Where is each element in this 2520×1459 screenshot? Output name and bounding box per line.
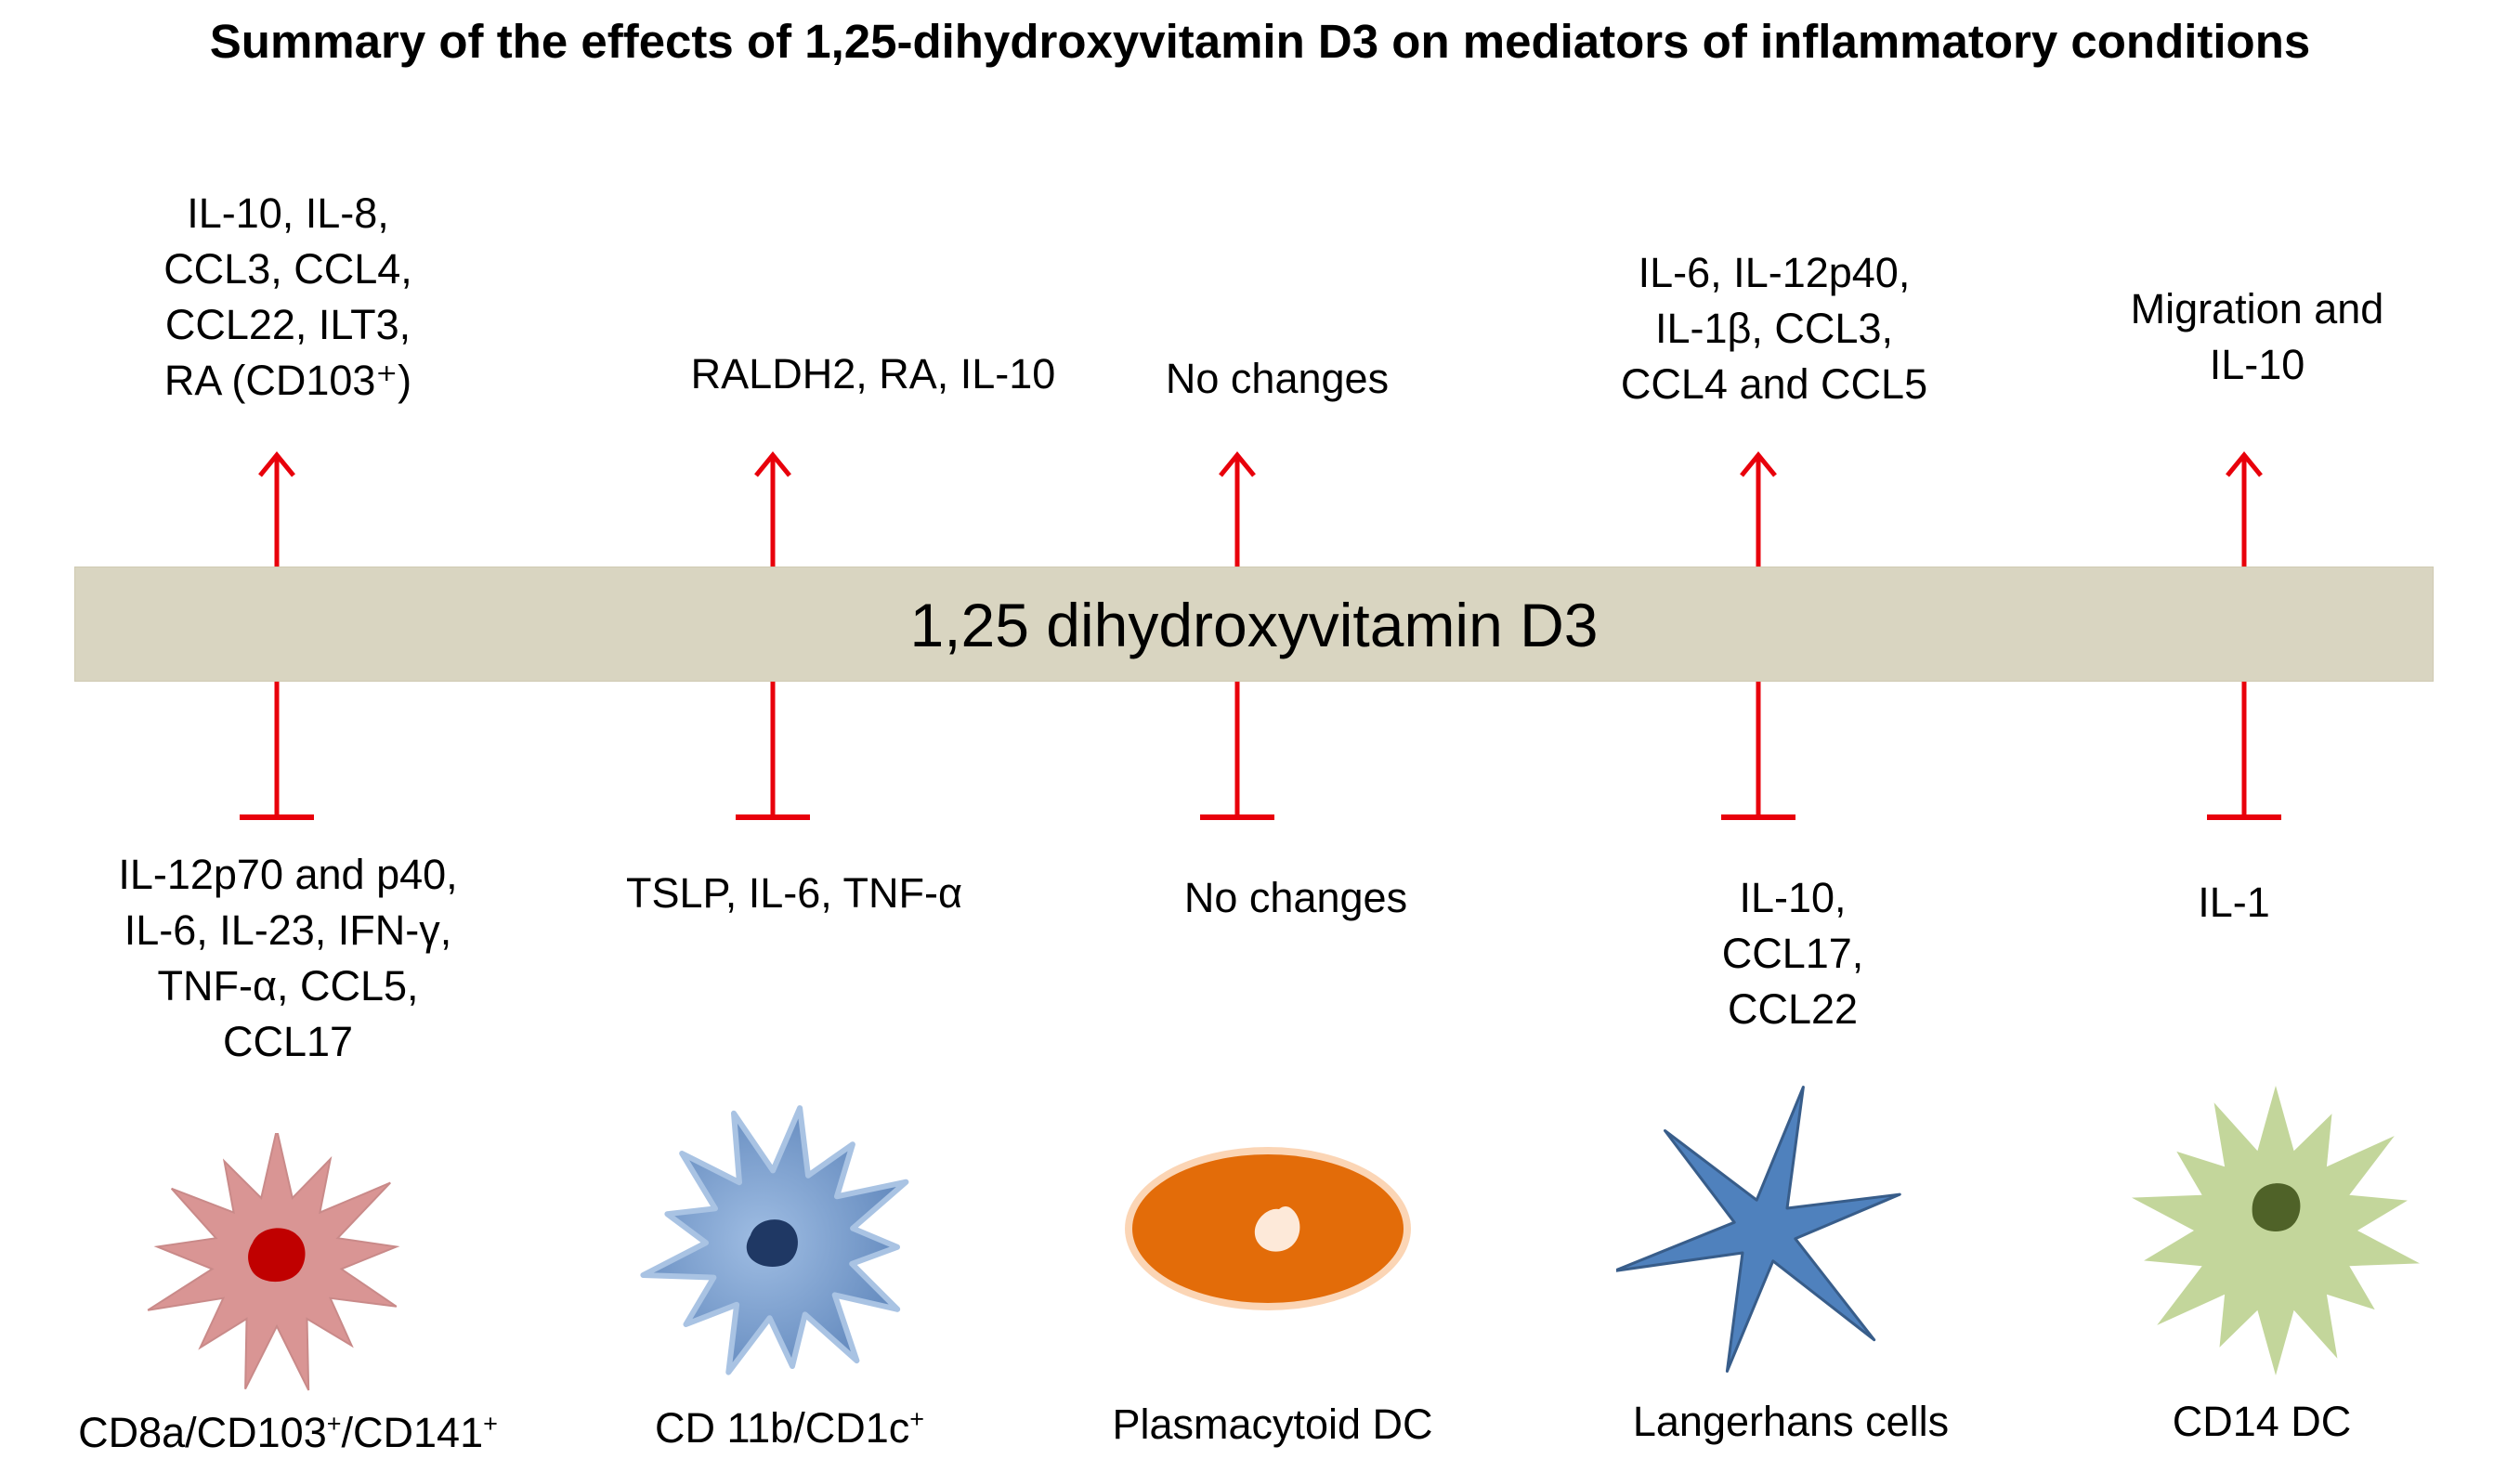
plasmacytoid-cell-nucleus xyxy=(1254,1206,1300,1252)
down-effects-cd11b: TSLP, IL-6, TNF-α xyxy=(626,869,962,917)
up-effects-plasmacytoid: No changes xyxy=(1165,355,1390,402)
cell-label-cd11b: CD 11b/CD1c+ xyxy=(654,1404,925,1452)
cd8a-cell-nucleus xyxy=(248,1228,306,1283)
up-arrow-head xyxy=(1740,451,1777,477)
down-effects-cd14: IL-1 xyxy=(2198,879,2270,926)
connectors-langerhans xyxy=(1721,451,1795,820)
cd11b-cell-illustration xyxy=(640,1105,909,1375)
up-effects-cd14: Migration and IL-10 xyxy=(2130,285,2384,388)
cell-label-langerhans: Langerhans cells xyxy=(1632,1398,1950,1445)
langerhans-cell-body xyxy=(1616,1086,1901,1373)
connectors-cd8a xyxy=(240,451,314,820)
langerhans-cell-illustration xyxy=(1616,1086,1901,1373)
down-effects-plasmacytoid: No changes xyxy=(1183,874,1408,921)
up-effects-langerhans: IL-6, IL-12p40, IL-1β, CCL3, CCL4 and CC… xyxy=(1620,249,1928,408)
connectors-cd14 xyxy=(2207,451,2281,820)
up-arrow-head xyxy=(754,451,791,477)
plasmacytoid-cell-illustration xyxy=(1125,1147,1411,1310)
central-compound-bar: 1,25 dihydroxyvitamin D3 xyxy=(74,567,2434,682)
connectors-plasmacytoid xyxy=(1200,451,1274,820)
cd14-cell-illustration xyxy=(2132,1086,2420,1375)
up-arrow-head xyxy=(258,451,295,477)
up-effects-cd8a: IL-10, IL-8, CCL3, CCL4, CCL22, ILT3, RA… xyxy=(163,189,412,404)
cd11b-cell-nucleus xyxy=(746,1219,798,1268)
cd14-cell-nucleus xyxy=(2252,1183,2301,1232)
cell-label-cd8a: CD8a/CD103+/CD141+ xyxy=(78,1409,498,1456)
central-compound-label: 1,25 dihydroxyvitamin D3 xyxy=(909,591,1599,659)
diagram-title: Summary of the effects of 1,25-dihydroxy… xyxy=(209,15,2311,68)
connectors-cd11b xyxy=(736,451,810,820)
down-effects-cd8a: IL-12p70 and p40, IL-6, IL-23, IFN-γ, TN… xyxy=(118,851,458,1065)
up-effects-cd11b: RALDH2, RA, IL-10 xyxy=(690,350,1056,397)
down-effects-langerhans: IL-10, CCL17, CCL22 xyxy=(1721,874,1864,1033)
up-arrow-head xyxy=(1219,451,1256,477)
cell-label-plasmacytoid: Plasmacytoid DC xyxy=(1112,1400,1433,1448)
cd8a-cell-illustration xyxy=(147,1133,400,1391)
cell-label-cd14: CD14 DC xyxy=(2172,1398,2352,1445)
up-arrow-head xyxy=(2226,451,2263,477)
